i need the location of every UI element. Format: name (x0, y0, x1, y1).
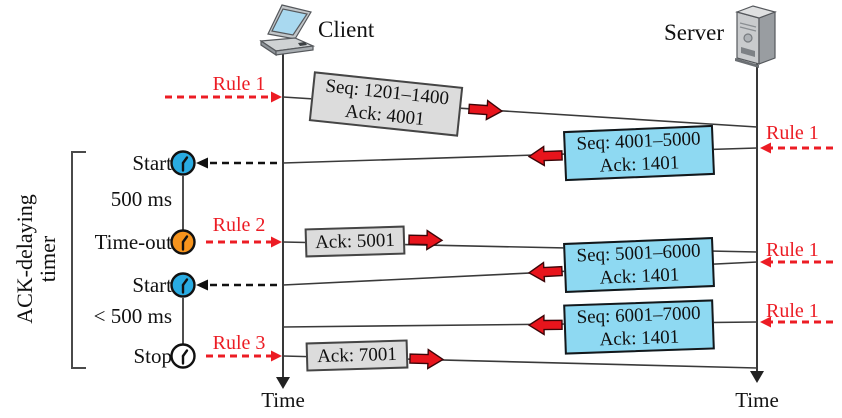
dashed-arrowhead-left-icon (760, 256, 771, 268)
rule-label: Rule 1 (766, 239, 819, 261)
timer-bracket-label-line1: ACK-delaying (12, 194, 37, 324)
direction-arrow-right-icon (409, 348, 444, 370)
message-box-ack-7001: Ack: 7001 (305, 339, 409, 372)
direction-arrow-right-icon (408, 229, 443, 251)
start-clock-icon (170, 150, 196, 176)
timer-bracket (71, 151, 86, 369)
message-ack-text: Ack: 7001 (316, 343, 398, 368)
server-lifeline-arrowhead-icon (750, 371, 764, 383)
server-time-axis-label: Time (735, 388, 779, 412)
message-seq-text: Seq: 4001–5000 (576, 128, 701, 155)
rule-label: Rule 1 (766, 300, 819, 322)
stop-clock-icon (170, 343, 196, 369)
timer-event-label-timeout: Time-out (94, 230, 172, 254)
message-ack-text: Ack: 1401 (599, 326, 680, 351)
laptop-icon (259, 4, 316, 57)
dashed-arrowhead-left-icon (196, 157, 208, 169)
message-ack-text: Ack: 5001 (314, 229, 396, 254)
direction-arrow-right-icon (467, 98, 504, 122)
client-time-axis-label: Time (261, 388, 305, 412)
timer-bracket-label-line2: timer (35, 235, 60, 283)
rule-label: Rule 2 (212, 214, 266, 236)
server-label: Server (664, 20, 725, 45)
timer-event-label-500ms: 500 ms (110, 187, 172, 211)
message-box-seq-6001-7000: Seq: 6001–7000 Ack: 1401 (563, 299, 715, 355)
message-ack-text: Ack: 1401 (599, 152, 680, 177)
rule-label: Rule 1 (766, 122, 819, 144)
timer-event-label-stop: Stop (133, 344, 172, 368)
direction-arrow-left-icon (527, 145, 564, 167)
message-ack-text: Ack: 1401 (599, 264, 680, 289)
dashed-arrowhead-left-icon (196, 279, 208, 291)
message-seq-text: Seq: 5001–6000 (576, 240, 701, 267)
message-box-seq-5001-6000: Seq: 5001–6000 Ack: 1401 (563, 237, 715, 293)
rule-label: Rule 3 (212, 332, 266, 354)
message-seq-text: Seq: 6001–7000 (576, 302, 701, 329)
timer-bracket-label: ACK-delaying timer (12, 144, 60, 374)
start-clock-icon (170, 272, 196, 298)
direction-arrow-left-icon (527, 260, 564, 284)
dashed-arrowhead-left-icon (760, 142, 771, 154)
dashed-arrowhead-right-icon (271, 91, 282, 103)
timer-event-label-start: Start (132, 151, 172, 175)
client-label: Client (318, 17, 375, 42)
server-tower-icon (735, 5, 777, 68)
dashed-arrowhead-left-icon (760, 316, 771, 328)
client-lifeline-arrowhead-icon (276, 377, 290, 389)
dashed-arrowhead-right-icon (271, 350, 282, 362)
message-box-ack-5001: Ack: 5001 (304, 225, 406, 258)
message-box-seq-4001-5000: Seq: 4001–5000 Ack: 1401 (563, 124, 715, 182)
timer-event-label-start: Start (132, 273, 172, 297)
rule-label: Rule 1 (212, 73, 266, 95)
dashed-arrowhead-right-icon (271, 236, 282, 248)
direction-arrow-left-icon (528, 314, 563, 336)
timeout-clock-icon (170, 229, 196, 255)
timer-event-label-lt500ms: < 500 ms (93, 304, 172, 328)
